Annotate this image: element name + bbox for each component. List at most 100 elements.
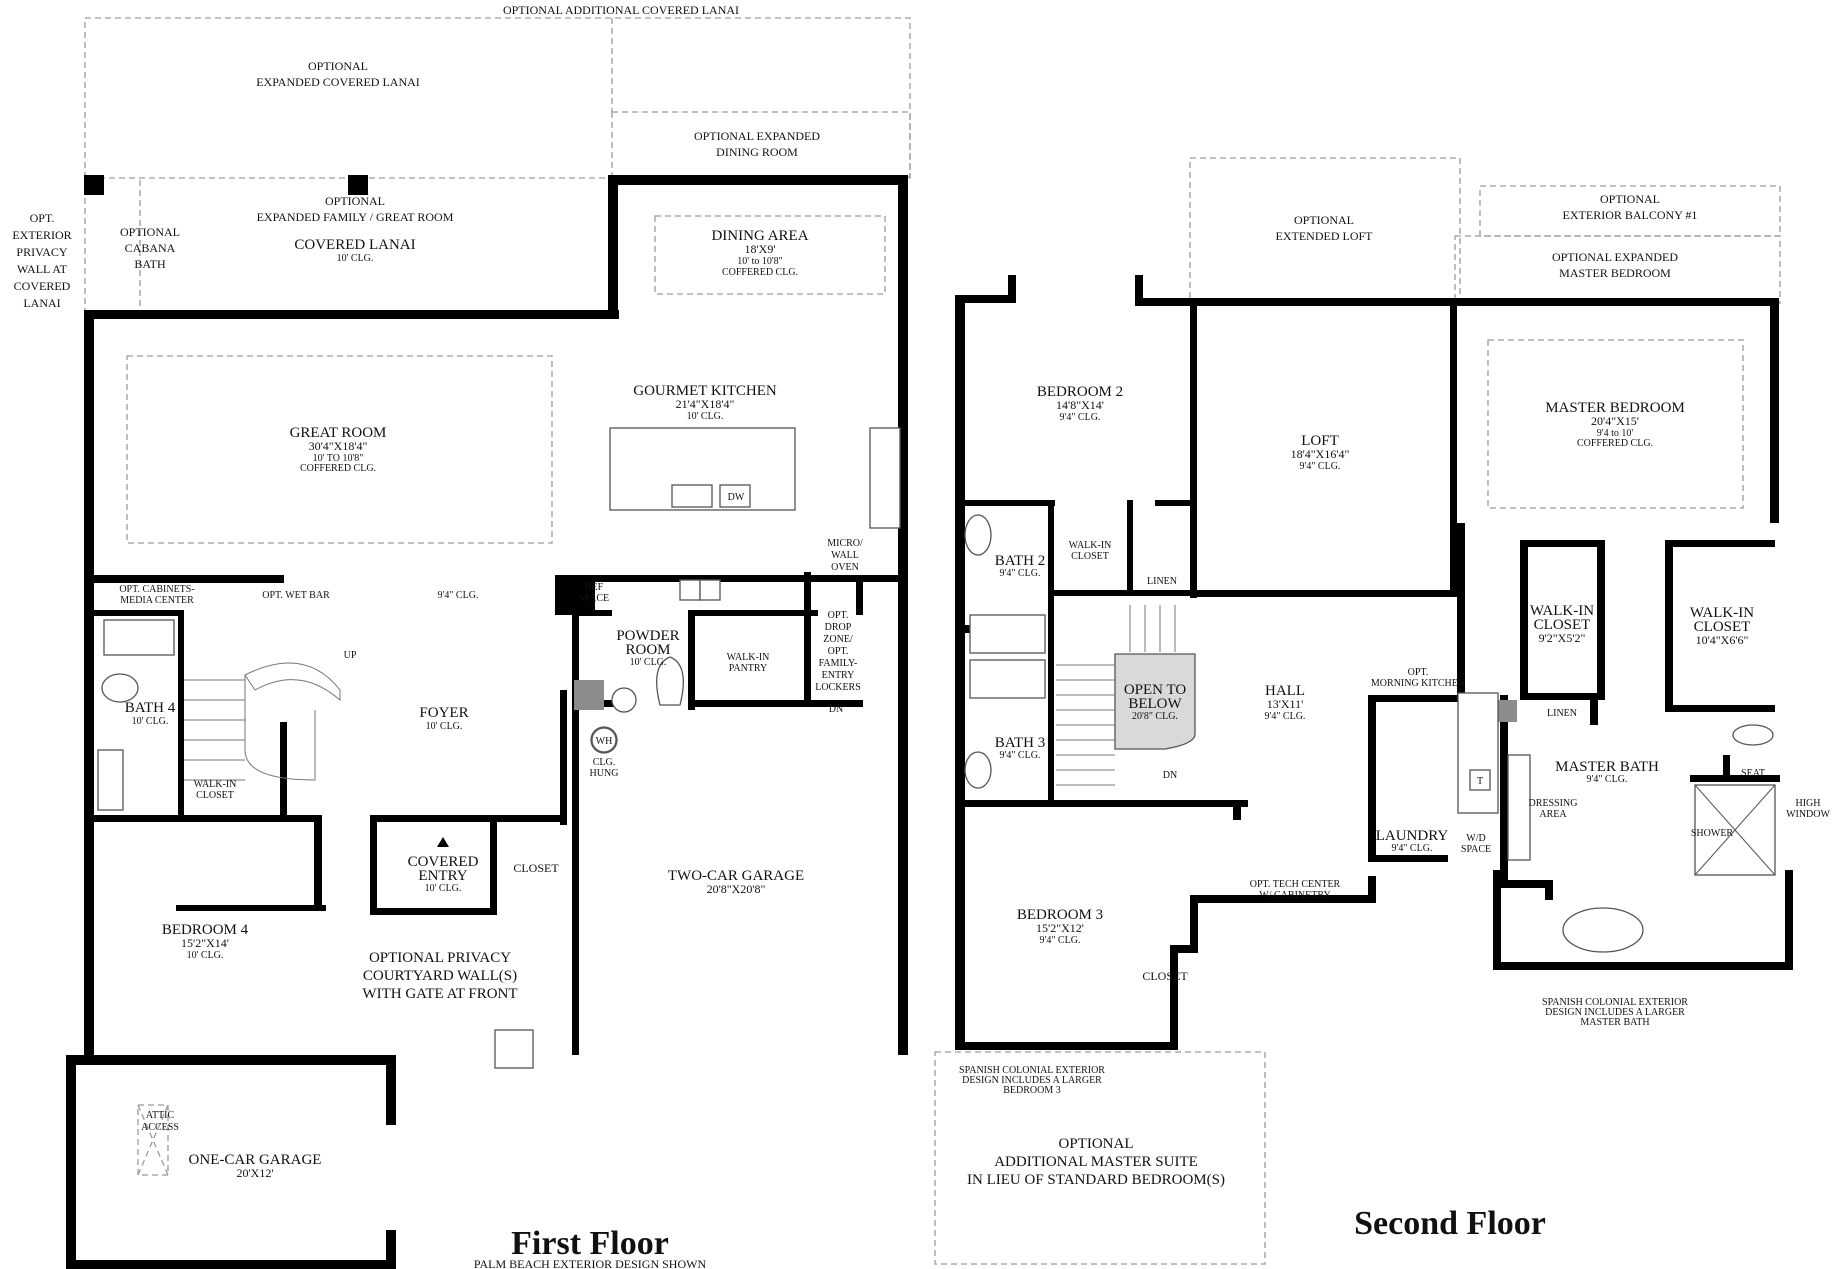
label-balcony-1: OPTIONAL (1600, 192, 1660, 206)
label-hall-clg: 9'4" CLG. (438, 590, 479, 601)
label-spanish-mb-3: MASTER BATH (1580, 1017, 1649, 1028)
label-master-bedroom-clg1: 9'4 to 10' (1597, 428, 1634, 439)
label-drop-1: OPT. (828, 610, 849, 621)
label-attic-2: ACCESS (141, 1122, 179, 1133)
label-master-bedroom: MASTER BEDROOM (1545, 400, 1685, 416)
label-closet-first: CLOSET (513, 861, 559, 875)
label-add-suite-2: ADDITIONAL MASTER SUITE (994, 1154, 1198, 1170)
label-powder-clg: 10' CLG. (630, 657, 667, 668)
label-ref-2: SPACE (579, 593, 609, 604)
label-micro-3: OVEN (831, 562, 859, 573)
label-walkin-closet-2: CLOSET (196, 790, 234, 801)
label-dressing-2: AREA (1539, 809, 1567, 820)
label-walkin-2: CLOSET (1071, 551, 1109, 562)
label-hall-dim: 13'X11' (1267, 697, 1304, 711)
label-micro-1: MICRO/ (827, 538, 863, 549)
dining-coffer-outline (654, 215, 886, 295)
label-walkin-pantry-2: PANTRY (729, 663, 768, 674)
label-open-below-1: OPEN TO (1124, 682, 1187, 698)
label-great-room: GREAT ROOM (290, 425, 387, 441)
label-master-bedroom-clg2: COFFERED CLG. (1577, 438, 1653, 449)
first-floor-subtitle: PALM BEACH EXTERIOR DESIGN SHOWN (474, 1257, 707, 1269)
second-floor-stair (1056, 605, 1176, 786)
label-dw: DW (728, 492, 745, 503)
label-mwic1-dim: 9'2"X5'2" (1539, 631, 1586, 645)
label-bedroom3-clg: 9'4" CLG. (1040, 935, 1081, 946)
label-dressing-1: DRESSING (1529, 798, 1578, 809)
label-ext-loft-2: EXTENDED LOFT (1276, 229, 1374, 243)
label-linen2: LINEN (1547, 708, 1577, 719)
label-powder-1: POWDER (616, 628, 679, 644)
label-drop-4: OPT. (828, 646, 849, 657)
label-opt-cabinets-1: OPT. CABINETS- (119, 584, 194, 595)
label-mwic1-1: WALK-IN (1530, 603, 1594, 619)
label-drop-7: LOCKERS (815, 682, 861, 693)
label-privacy-court-2: COURTYARD WALL(S) (363, 968, 517, 984)
label-covered-entry-clg: 10' CLG. (425, 883, 462, 894)
label-loft-clg: 9'4" CLG. (1300, 461, 1341, 472)
label-linen: LINEN (1147, 576, 1177, 587)
first-floor-title: First Floor (511, 1225, 669, 1262)
label-covered-entry-2: ENTRY (418, 868, 467, 884)
opt-additional-covered-lanai-outline (84, 17, 911, 179)
label-mwic2-dim: 10'4"X6'6" (1696, 633, 1749, 647)
label-ext-loft-1: OPTIONAL (1294, 213, 1354, 227)
label-foyer-clg: 10' CLG. (426, 721, 463, 732)
label-dining-area-dim: 18'X9' (745, 242, 776, 256)
label-privacy-wall-6: LANAI (23, 296, 60, 310)
label-up: UP (344, 650, 357, 661)
label-high-window-2: WINDOW (1786, 809, 1830, 820)
label-walkin-1: WALK-IN (1069, 540, 1112, 551)
label-gourmet-kitchen-clg: 10' CLG. (687, 411, 724, 422)
label-spanish-mb-2: DESIGN INCLUDES A LARGER (1545, 1007, 1685, 1018)
first-floor-plan: OPTIONAL ADDITIONAL COVERED LANAI OPTION… (12, 3, 911, 1269)
label-master-bedroom-dim: 20'4"X15' (1591, 414, 1639, 428)
opt-additional-master-suite-outline (934, 1051, 1266, 1265)
label-open-below-clg: 20'8" CLG. (1132, 711, 1178, 722)
label-privacy-wall-1: OPT. (30, 211, 55, 225)
label-wd-2: SPACE (1461, 844, 1491, 855)
label-exp-master-2: MASTER BEDROOM (1559, 266, 1671, 280)
label-add-suite-3: IN LIEU OF STANDARD BEDROOM(S) (967, 1172, 1225, 1188)
label-walkin-pantry-1: WALK-IN (727, 652, 770, 663)
label-master-bath-clg: 9'4" CLG. (1587, 774, 1628, 785)
label-drop-2: DROP (825, 622, 852, 633)
label-exp-family-1: OPTIONAL (325, 194, 385, 208)
label-high-window-1: HIGH (1796, 798, 1821, 809)
label-bedroom2-dim: 14'8"X14' (1056, 398, 1104, 412)
label-mwic2-2: CLOSET (1694, 619, 1751, 635)
label-closet-second: CLOSET (1142, 969, 1188, 983)
label-bedroom4-clg: 10' CLG. (187, 950, 224, 961)
label-morning-2: MORNING KITCHEN (1371, 678, 1465, 689)
label-two-car-garage: TWO-CAR GARAGE (668, 868, 804, 884)
label-opt-expanded-covered-lanai-2: EXPANDED COVERED LANAI (256, 75, 420, 89)
label-bedroom2: BEDROOM 2 (1037, 384, 1123, 400)
label-gourmet-kitchen-dim: 21'4"X18'4" (676, 397, 735, 411)
label-wh: WH (596, 736, 613, 747)
second-floor-plan: OPTIONAL EXTENDED LOFT OPTIONAL EXTERIOR… (934, 157, 1830, 1265)
label-privacy-court-3: WITH GATE AT FRONT (362, 986, 517, 1002)
label-drop-6: ENTRY (822, 670, 855, 681)
label-add-suite-1: OPTIONAL (1059, 1136, 1134, 1152)
label-two-car-garage-dim: 20'8"X20'8" (707, 882, 766, 896)
label-bath2: BATH 2 (995, 553, 1045, 569)
label-mwic1-2: CLOSET (1534, 617, 1591, 633)
label-dining-area-clg2: COFFERED CLG. (722, 267, 798, 278)
label-opt-expanded-dining-1: OPTIONAL EXPANDED (694, 129, 820, 143)
label-open-below-2: BELOW (1128, 696, 1182, 712)
label-loft: LOFT (1301, 433, 1339, 449)
label-bath2-clg: 9'4" CLG. (1000, 568, 1041, 579)
label-opt-additional-covered-lanai: OPTIONAL ADDITIONAL COVERED LANAI (503, 3, 739, 17)
label-attic-1: ATTIC (146, 1110, 175, 1121)
label-gourmet-kitchen: GOURMET KITCHEN (633, 383, 777, 399)
label-privacy-wall-5: COVERED (14, 279, 71, 293)
label-cabana-3: BATH (134, 257, 166, 271)
label-cabana-2: CABANA (125, 241, 176, 255)
label-micro-2: WALL (831, 550, 859, 561)
label-dining-area-clg1: 10' to 10'8" (737, 256, 782, 267)
label-dining-area: DINING AREA (711, 228, 808, 244)
label-morning-1: OPT. (1408, 667, 1429, 678)
label-master-bath: MASTER BATH (1555, 759, 1659, 775)
label-bath3-clg: 9'4" CLG. (1000, 750, 1041, 761)
